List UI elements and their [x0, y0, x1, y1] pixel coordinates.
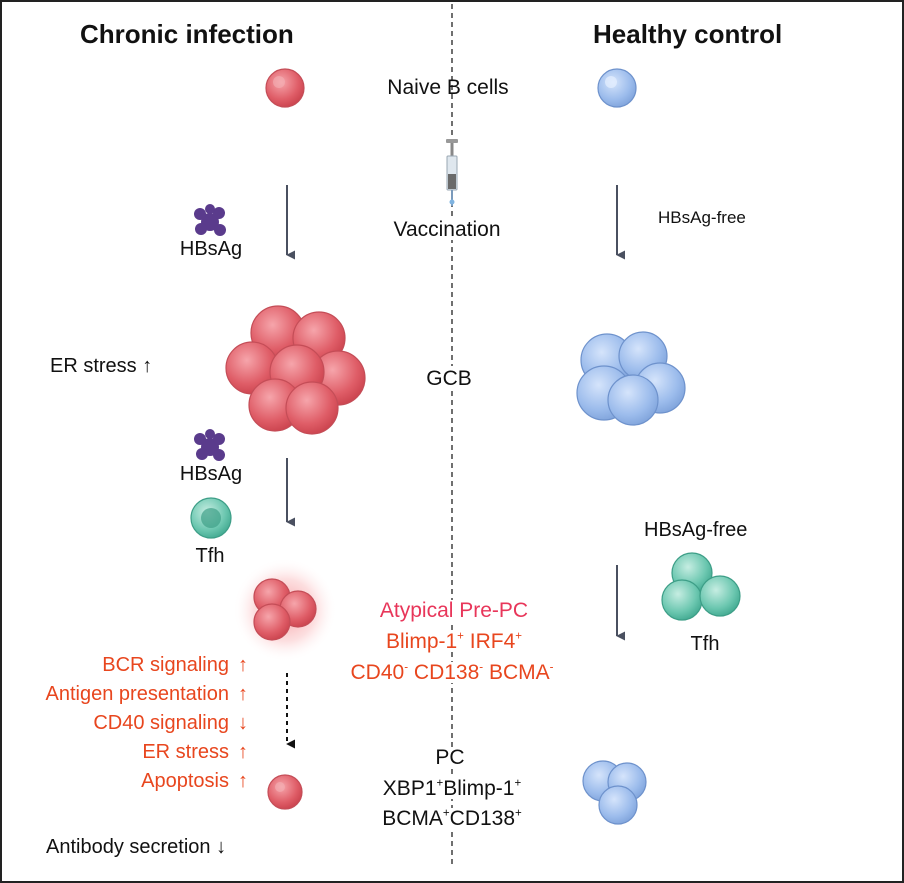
hbsag-particle-icon-2	[194, 429, 225, 461]
arrow-up-icon: ↑	[238, 770, 248, 792]
tfh-cell-icon-left	[190, 497, 232, 539]
marker-sup: -	[549, 661, 554, 674]
label-hbsag-free-2: HBsAg-free	[644, 519, 748, 541]
marker-text: CD138	[408, 661, 480, 684]
tfh-cluster-right-icon	[661, 552, 741, 621]
label-tfh-right: Tfh	[690, 633, 720, 655]
feature-label: Apoptosis	[141, 770, 229, 792]
pc-cluster-right-icon	[582, 760, 647, 825]
atypical-pre-pc-cluster-icon	[233, 558, 337, 662]
syringe-icon	[446, 139, 458, 206]
marker-text: CD40	[350, 661, 405, 684]
marker-sup: +	[515, 630, 523, 643]
marker-sup: -	[404, 661, 409, 674]
feature-item: CD40 signaling ↓	[46, 709, 249, 738]
arrow-up-icon: ↑	[238, 683, 248, 705]
label-pc-markers-1: XBP1+Blimp-1+	[380, 777, 524, 800]
label-hbsag-2: HBsAg	[179, 463, 243, 485]
marker-sup: -	[479, 661, 484, 674]
feature-label: BCR signaling	[102, 654, 229, 676]
feature-label: Antigen presentation	[45, 683, 229, 705]
arrow-down-icon: ↓	[238, 712, 248, 734]
label-hbsag-free-1: HBsAg-free	[658, 208, 746, 227]
label-antibody-secretion: Antibody secretion ↓	[46, 837, 226, 857]
header-healthy-control: Healthy control	[593, 19, 783, 49]
marker-text: CD138	[449, 807, 516, 830]
pc-cell-icon-left	[267, 774, 303, 810]
feature-label: ER stress	[142, 741, 229, 763]
marker-text: IRF4	[463, 630, 516, 653]
marker-text: BCMA	[382, 807, 443, 830]
gcb-cluster-left-icon	[225, 305, 366, 435]
arrow-up-icon: ↑	[238, 654, 248, 676]
marker-sup: +	[442, 807, 450, 820]
er-stress-text: ER stress	[50, 355, 137, 377]
label-gcb: GCB	[422, 366, 476, 391]
label-atypical-markers-2: CD40- CD138- BCMA-	[348, 661, 556, 684]
label-pc: PC	[433, 746, 467, 769]
marker-sup: +	[514, 777, 522, 790]
label-er-stress-left: ER stress ↑	[50, 356, 152, 376]
naive-b-cell-icon-left	[265, 68, 305, 108]
marker-sup: +	[515, 807, 522, 820]
marker-sup: +	[457, 630, 464, 643]
feature-item: ER stress ↑	[46, 738, 249, 767]
marker-text: Blimp-1	[385, 630, 458, 653]
marker-sup: +	[436, 777, 444, 790]
arrow-down-icon: ↓	[216, 836, 227, 858]
feature-item: BCR signaling ↑	[46, 651, 249, 680]
label-vaccination: Vaccination	[391, 218, 503, 241]
marker-text: Blimp-1	[443, 777, 515, 800]
arrow-up-icon: ↑	[142, 355, 153, 377]
label-pc-markers-2: BCMA+CD138+	[380, 808, 524, 829]
label-hbsag-1: HBsAg	[179, 238, 243, 260]
label-tfh-left: Tfh	[195, 545, 225, 567]
marker-text: XBP1	[382, 777, 437, 800]
feature-item: Apoptosis ↑	[46, 767, 249, 796]
label-atypical-markers-1: Blimp-1+ IRF4+	[383, 630, 525, 653]
feature-label: CD40 signaling	[93, 712, 229, 734]
hbsag-particle-icon-1	[194, 204, 226, 236]
marker-text: BCMA	[483, 661, 550, 684]
antibody-secretion-text: Antibody secretion	[46, 836, 211, 858]
gcb-cluster-right-icon	[576, 331, 686, 426]
label-naive-b-cells: Naive B cells	[387, 76, 509, 99]
header-chronic-infection: Chronic infection	[80, 19, 294, 49]
arrow-up-icon: ↑	[238, 741, 248, 763]
label-atypical-pre-pc: Atypical Pre-PC	[377, 599, 531, 622]
naive-b-cell-icon-right	[597, 68, 637, 108]
feature-item: Antigen presentation ↑	[46, 680, 249, 709]
feature-list: BCR signaling ↑ Antigen presentation ↑ CD40 …	[46, 651, 249, 796]
